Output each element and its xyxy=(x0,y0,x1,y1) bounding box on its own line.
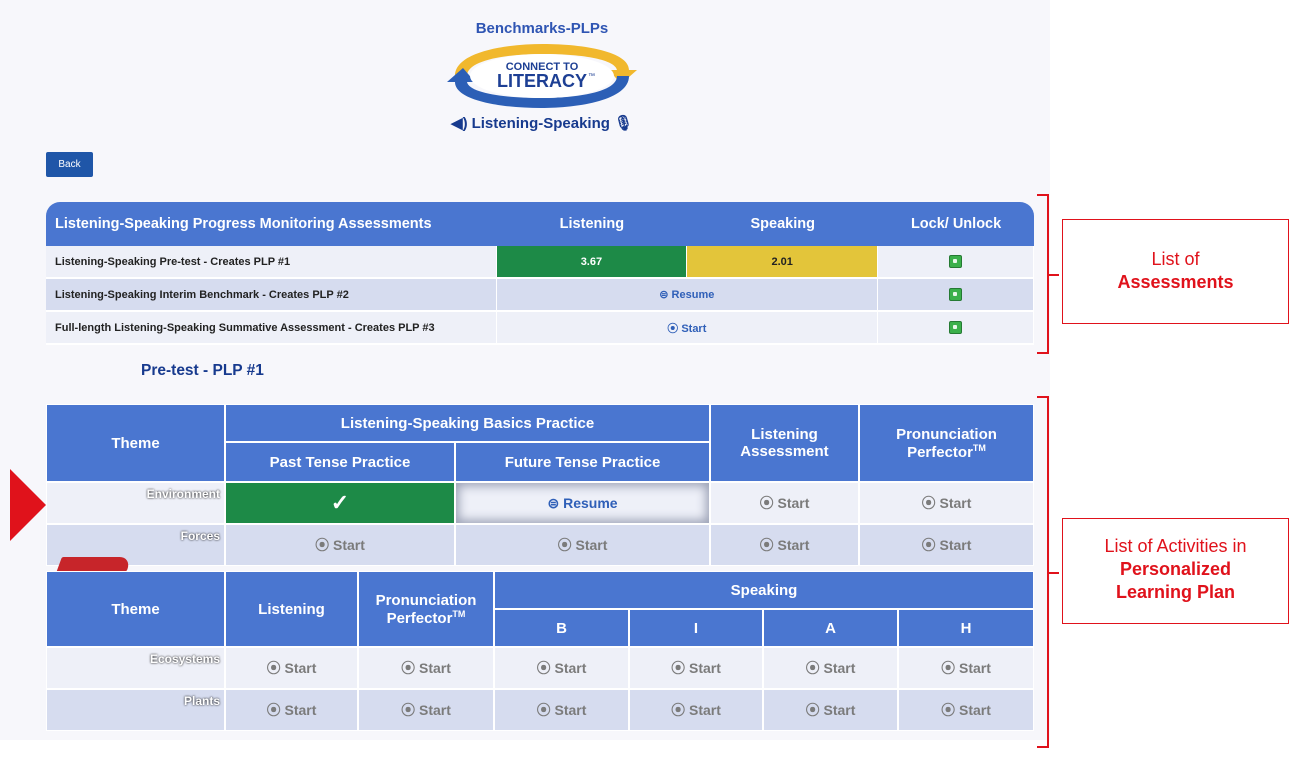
level-i-header: I xyxy=(629,609,763,647)
back-button[interactable]: Back xyxy=(46,152,93,177)
logo-line1: CONNECT TO xyxy=(506,61,579,73)
assessments-header: Listening-Speaking Progress Monitoring A… xyxy=(46,202,497,246)
play-icon: ⦿ xyxy=(941,702,956,718)
assessment-name: Listening-Speaking Pre-test - Creates PL… xyxy=(46,246,497,279)
pause-icon: ⊜ xyxy=(547,494,560,511)
start-button[interactable]: ⦿ Start xyxy=(629,647,763,689)
start-button[interactable]: ⦿ Start xyxy=(859,482,1034,524)
listening-header: Listening xyxy=(225,571,358,647)
table-row: Ecosystems ⦿ Start ⦿ Start ⦿ Start ⦿ Sta… xyxy=(46,647,1034,689)
start-button[interactable]: ⦿ Start xyxy=(898,647,1034,689)
speaking-header: Speaking xyxy=(687,202,879,246)
play-icon: ⦿ xyxy=(805,660,820,676)
listening-score[interactable]: 3.67 xyxy=(496,246,688,279)
start-button[interactable]: ⦿ Start xyxy=(358,689,494,731)
table-row: Forces ⦿ Start ⦿ Start ⦿ Start ⦿ Start xyxy=(46,524,1034,566)
completed-check-icon[interactable]: ✓ xyxy=(225,482,455,524)
play-icon: ⦿ xyxy=(401,660,416,676)
assessments-bracket xyxy=(1037,194,1059,354)
table-row: Environment ✓ ⊜ Resume ⦿ Start ⦿ Start xyxy=(46,482,1034,524)
start-button[interactable]: ⦿ Start xyxy=(225,689,358,731)
speaker-icon: ◀) xyxy=(451,115,468,132)
plp-bracket xyxy=(1037,396,1059,748)
start-button[interactable]: ⦿ Start xyxy=(494,689,629,731)
play-icon: ⦿ xyxy=(536,660,551,676)
table-row: Full-length Listening-Speaking Summative… xyxy=(46,312,1034,345)
play-icon: ⦿ xyxy=(536,702,551,718)
logo-line2: LITERACY xyxy=(497,71,587,91)
play-icon: ⦿ xyxy=(941,660,956,676)
assessments-table: Listening-Speaking Progress Monitoring A… xyxy=(46,202,1034,345)
start-button[interactable]: ⦿ Start xyxy=(494,647,629,689)
pronunciation-perfector-header: Pronunciation PerfectorTM xyxy=(358,571,494,647)
listening-assessment-header: Listening Assessment xyxy=(710,404,859,482)
subtitle: Listening-Speaking xyxy=(471,115,610,132)
start-button[interactable]: ⦿ Start xyxy=(710,482,859,524)
current-row-arrow-icon xyxy=(10,469,46,541)
start-button[interactable]: ⦿ Start xyxy=(455,524,710,566)
play-icon: ⦿ xyxy=(921,537,936,553)
table-row: Listening-Speaking Interim Benchmark - C… xyxy=(46,279,1034,312)
play-icon: ⦿ xyxy=(667,322,679,335)
start-button[interactable]: ⦿ Start xyxy=(710,524,859,566)
connect-to-literacy-logo: CONNECT TO LITERACY ™ xyxy=(447,44,637,108)
microphone-icon: 🎙 xyxy=(613,115,633,132)
play-icon: ⦿ xyxy=(401,702,416,718)
play-icon: ⦿ xyxy=(759,495,774,511)
plp-title: Pre-test - PLP #1 xyxy=(141,362,264,379)
pronunciation-perfector-header: Pronunciation PerfectorTM xyxy=(859,404,1034,482)
play-icon: ⦿ xyxy=(315,537,330,553)
assessment-name: Full-length Listening-Speaking Summative… xyxy=(46,312,497,345)
assessment-name: Listening-Speaking Interim Benchmark - C… xyxy=(46,279,497,312)
speaking-score[interactable]: 2.01 xyxy=(687,246,879,279)
speaking-header: Speaking xyxy=(494,571,1034,609)
subtitle-row: ◀)Listening-Speaking🎙 xyxy=(0,114,1084,132)
play-icon: ⦿ xyxy=(805,702,820,718)
play-icon: ⦿ xyxy=(671,702,686,718)
lock-icon[interactable] xyxy=(949,288,963,301)
assessments-callout: List of Assessments xyxy=(1062,219,1289,324)
lock-unlock-header: Lock/ Unlock xyxy=(878,202,1034,246)
lock-icon[interactable] xyxy=(949,321,963,334)
future-tense-header: Future Tense Practice xyxy=(455,442,710,482)
start-link[interactable]: ⦿ Start xyxy=(496,312,879,345)
theme-header: Theme xyxy=(46,404,225,482)
start-button[interactable]: ⦿ Start xyxy=(225,524,455,566)
resume-link[interactable]: ⊜ Resume xyxy=(496,279,879,312)
plp-callout: List of Activities in Personalized Learn… xyxy=(1062,518,1289,624)
level-h-header: H xyxy=(898,609,1034,647)
app-title: Benchmarks-PLPs xyxy=(475,20,609,37)
start-button[interactable]: ⦿ Start xyxy=(898,689,1034,731)
level-b-header: B xyxy=(494,609,629,647)
play-icon: ⦿ xyxy=(671,660,686,676)
lock-icon[interactable] xyxy=(949,255,963,268)
play-icon: ⦿ xyxy=(557,537,572,553)
table-row: Plants ⦿ Start ⦿ Start ⦿ Start ⦿ Start ⦿… xyxy=(46,689,1034,731)
play-icon: ⦿ xyxy=(759,537,774,553)
plp-table-basics: Theme Listening-Speaking Basics Practice… xyxy=(46,404,1034,566)
theme-header: Theme xyxy=(46,571,225,647)
listening-header: Listening xyxy=(496,202,688,246)
table-row: Listening-Speaking Pre-test - Creates PL… xyxy=(46,246,1034,279)
past-tense-header: Past Tense Practice xyxy=(225,442,455,482)
logo-tm: ™ xyxy=(588,73,595,80)
start-button[interactable]: ⦿ Start xyxy=(225,647,358,689)
play-icon: ⦿ xyxy=(266,660,281,676)
start-button[interactable]: ⦿ Start xyxy=(629,689,763,731)
play-icon: ⦿ xyxy=(266,702,281,718)
start-button[interactable]: ⦿ Start xyxy=(763,689,898,731)
play-icon: ⦿ xyxy=(921,495,936,511)
plp-table-speaking: Theme Listening Pronunciation PerfectorT… xyxy=(46,571,1034,731)
resume-button[interactable]: ⊜ Resume xyxy=(455,482,710,524)
basics-practice-header: Listening-Speaking Basics Practice xyxy=(225,404,710,442)
start-button[interactable]: ⦿ Start xyxy=(859,524,1034,566)
start-button[interactable]: ⦿ Start xyxy=(763,647,898,689)
pause-icon: ⊜ xyxy=(659,289,669,301)
start-button[interactable]: ⦿ Start xyxy=(358,647,494,689)
level-a-header: A xyxy=(763,609,898,647)
